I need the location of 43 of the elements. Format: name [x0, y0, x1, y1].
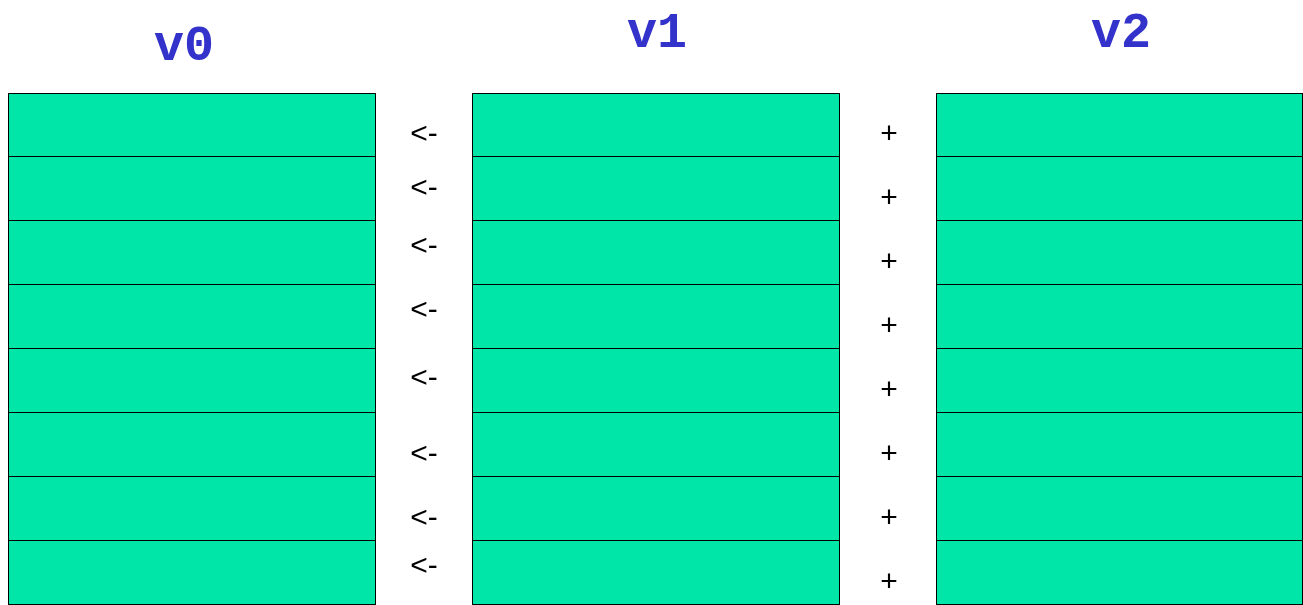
plus-operator: + — [880, 118, 898, 148]
lane-cell — [472, 221, 840, 285]
assign-operator: <- — [410, 550, 438, 580]
lane-cell — [936, 541, 1303, 605]
plus-operator: + — [880, 246, 898, 276]
lane-cell — [936, 221, 1303, 285]
lane-cell — [936, 413, 1303, 477]
assign-operator: <- — [410, 172, 438, 202]
lane-cell — [8, 413, 376, 477]
lane-cell — [472, 285, 840, 349]
lane-cell — [8, 541, 376, 605]
lane-cell — [472, 413, 840, 477]
plus-operator: + — [880, 374, 898, 404]
lane-cell — [8, 477, 376, 541]
lane-cell — [936, 93, 1303, 157]
register-name: v2 — [1091, 9, 1151, 59]
lane-cell — [472, 349, 840, 413]
lane-cell — [472, 157, 840, 221]
assign-operator: <- — [410, 362, 438, 392]
lane-cell — [472, 541, 840, 605]
register-name: v1 — [627, 9, 687, 59]
assign-operator: <- — [410, 118, 438, 148]
lane-cell — [936, 157, 1303, 221]
plus-operator: + — [880, 566, 898, 596]
lane-cell — [8, 349, 376, 413]
assign-operator: <- — [410, 230, 438, 260]
lane-cell — [8, 93, 376, 157]
lane-cell — [936, 285, 1303, 349]
register-name: v0 — [154, 22, 214, 72]
plus-operator: + — [880, 502, 898, 532]
plus-operator: + — [880, 182, 898, 212]
lane-cell — [472, 477, 840, 541]
lane-cell — [936, 349, 1303, 413]
lane-cell — [8, 157, 376, 221]
assign-operator: <- — [410, 294, 438, 324]
lane-cell — [472, 93, 840, 157]
lane-cell — [8, 221, 376, 285]
assign-operator: <- — [410, 502, 438, 532]
assign-operator: <- — [410, 438, 438, 468]
plus-operator: + — [880, 310, 898, 340]
lane-cell — [936, 477, 1303, 541]
lane-cell — [8, 285, 376, 349]
plus-operator: + — [880, 438, 898, 468]
